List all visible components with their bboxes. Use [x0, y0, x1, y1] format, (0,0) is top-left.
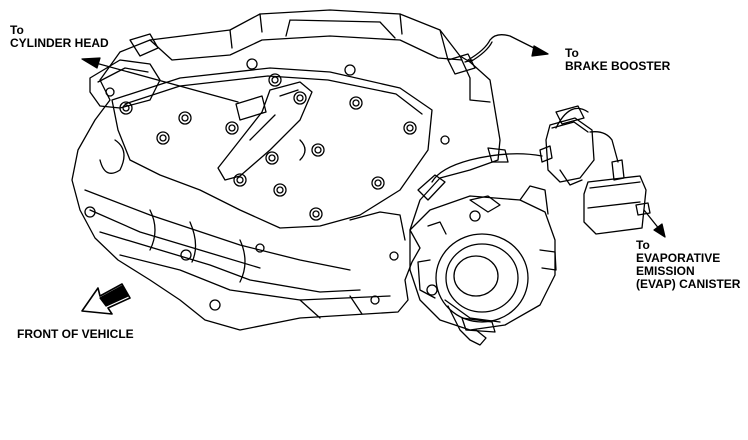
cylinder-head-label-line2: CYLINDER HEAD [10, 36, 109, 50]
evap-canister-label: To EVAPORATIVE EMISSION (EVAP) CANISTER [636, 239, 740, 291]
intake-manifold [71, 9, 501, 331]
brake-booster-arrow [531, 45, 549, 57]
vacuum-hoses [417, 34, 619, 201]
top-cover-plate [111, 58, 433, 229]
cylinder-head-label: To CYLINDER HEAD [10, 24, 109, 50]
evap-canister-label-line1: To [636, 238, 650, 252]
evap-canister-label-line4: (EVAP) CANISTER [636, 277, 741, 291]
throttle-body [409, 185, 557, 346]
brake-booster-label: To BRAKE BOOSTER [565, 47, 670, 73]
evap-canister-label-line3: EMISSION [636, 264, 695, 278]
cylinder-head-port [89, 33, 161, 109]
cylinder-head-label-line1: To [10, 23, 24, 37]
cover-vacuum-tube [217, 81, 313, 181]
front-of-vehicle-label: FRONT OF VEHICLE [17, 327, 134, 341]
cylinder-head-arrow [81, 57, 239, 103]
evap-canister-label-line2: EVAPORATIVE [636, 251, 721, 265]
brake-booster-label-line2: BRAKE BOOSTER [565, 59, 671, 73]
brake-booster-fitting [447, 53, 509, 163]
brake-booster-label-line1: To [565, 46, 579, 60]
front-of-vehicle-arrow [81, 283, 131, 315]
evap-canister [583, 159, 651, 235]
evap-canister-arrow [643, 209, 666, 238]
purge-control-solenoid [539, 105, 595, 186]
